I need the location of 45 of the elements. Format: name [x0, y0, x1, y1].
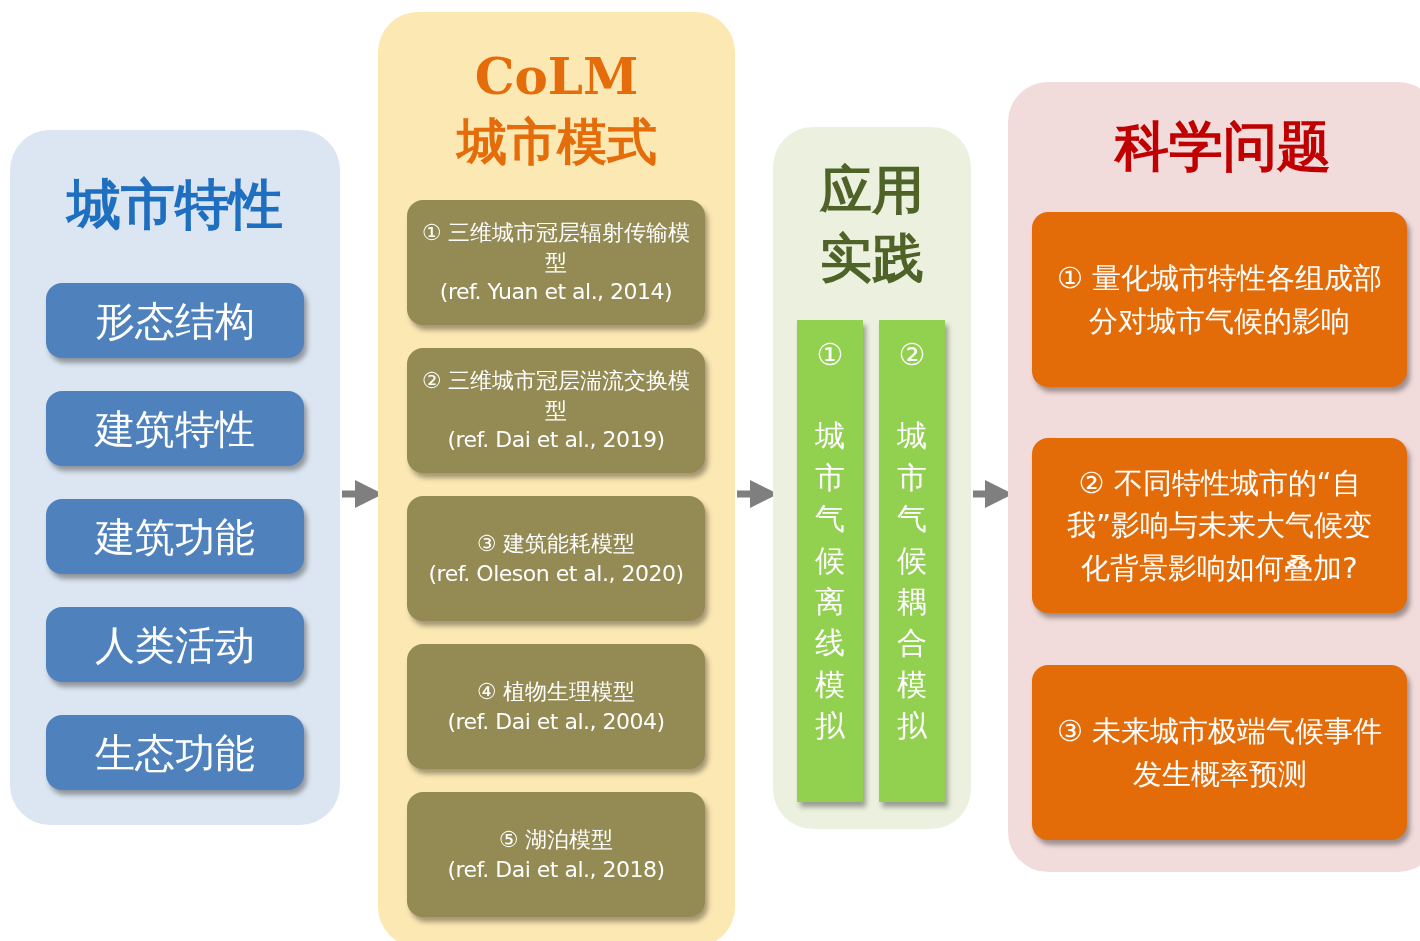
question-text: ① 量化城市特性各组成部分对城市气候的影响 [1055, 260, 1384, 340]
category-box [46, 391, 304, 466]
model-box [407, 792, 705, 917]
question-box [1032, 212, 1407, 387]
category-label: 建筑功能 [95, 512, 255, 562]
model-text: (ref. Dai et al., 2004) [446, 707, 666, 736]
model-text: (ref. Yuan et al., 2014) [438, 278, 674, 307]
bar-text: 城市气候耦合模拟 [896, 417, 928, 746]
model-box [407, 348, 705, 473]
model-box [407, 644, 705, 769]
category-box [46, 715, 304, 790]
model-text: ② 三维城市冠层湍流交换模型 [420, 366, 692, 425]
question-box [1032, 665, 1407, 840]
panel-heading: CoLM 城市模式 [454, 46, 658, 173]
question-text: ③ 未来城市极端气候事件发生概率预测 [1055, 713, 1384, 793]
model-text: ⑤ 湖泊模型 [497, 825, 615, 854]
model-text: ③ 建筑能耗模型 [475, 529, 637, 558]
bar-text: ① [815, 336, 845, 374]
group-panel [378, 12, 735, 941]
bar-text: 城市气候离线模拟 [814, 417, 846, 746]
model-box [407, 496, 705, 621]
group-panel [773, 127, 971, 829]
panel-heading: 城市特性 [64, 172, 284, 238]
model-text: (ref. Dai et al., 2019) [446, 426, 666, 455]
question-text: ② 不同特性城市的“自我”影响与未来大气候变化背景影响如何叠加? [1066, 465, 1373, 587]
application-bar [797, 320, 863, 802]
category-box [46, 607, 304, 682]
question-box [1032, 438, 1407, 613]
panel-heading: 应用实践 [818, 159, 925, 290]
model-text: (ref. Oleson et al., 2020) [427, 559, 685, 588]
panel-heading: 科学问题 [1113, 114, 1332, 180]
group-panel [10, 130, 340, 825]
bar-text: ② [897, 336, 927, 374]
application-bar [879, 320, 945, 802]
category-box [46, 283, 304, 358]
category-label: 生态功能 [95, 728, 255, 778]
model-box [407, 200, 705, 325]
group-panel [1008, 82, 1420, 872]
category-box [46, 499, 304, 574]
model-text: ④ 植物生理模型 [475, 677, 637, 706]
model-text: ① 三维城市冠层辐射传输模型 [420, 218, 692, 277]
category-label: 建筑特性 [95, 404, 255, 454]
model-text: (ref. Dai et al., 2018) [446, 855, 666, 884]
category-label: 人类活动 [95, 620, 255, 670]
category-label: 形态结构 [95, 296, 255, 346]
